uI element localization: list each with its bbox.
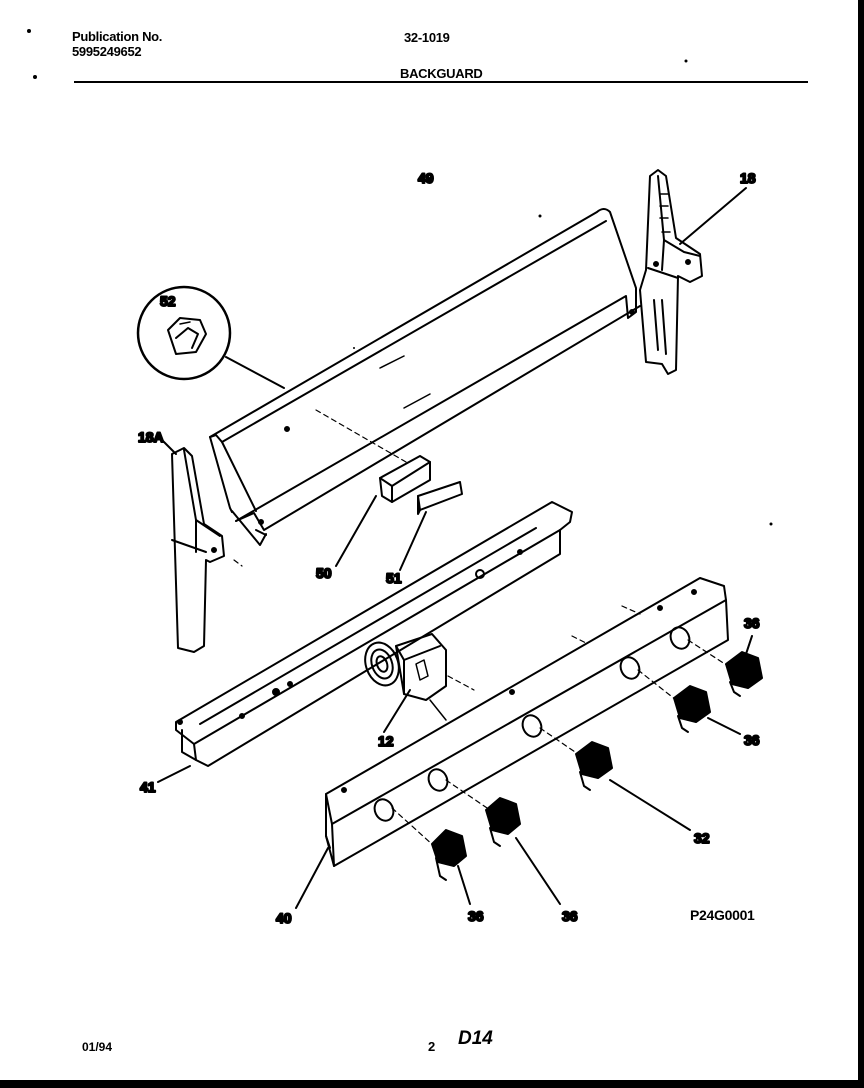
footer-page-number: 2 bbox=[428, 1039, 436, 1054]
control-panel bbox=[295, 577, 729, 909]
callout-41: 41 bbox=[140, 779, 156, 795]
alignment-lines bbox=[233, 409, 729, 847]
callout-50: 50 bbox=[316, 565, 332, 581]
footer-date: 01/94 bbox=[82, 1040, 113, 1054]
callout-36-right: 36 bbox=[744, 732, 760, 748]
detail-circle-52 bbox=[136, 285, 285, 389]
callout-36-bottom-left: 36 bbox=[468, 908, 484, 924]
callout-12: 12 bbox=[378, 733, 394, 749]
knob-2 bbox=[485, 797, 561, 905]
diagram-id: P24G0001 bbox=[690, 907, 755, 923]
knob-4 bbox=[673, 685, 741, 735]
callout-36-bottom-right: 36 bbox=[562, 908, 578, 924]
footer-sheet-code: D14 bbox=[458, 1028, 493, 1049]
support-rail bbox=[157, 501, 573, 783]
callout-49: 49 bbox=[418, 170, 434, 186]
scan-border-right bbox=[858, 0, 864, 1088]
callout-18a: 18A bbox=[138, 429, 164, 445]
knob-1 bbox=[431, 829, 471, 905]
knob-3 bbox=[575, 741, 691, 831]
callout-36-top: 36 bbox=[744, 615, 760, 631]
callout-52: 52 bbox=[160, 293, 176, 309]
callout-51: 51 bbox=[386, 570, 402, 586]
document-code: 32-1019 bbox=[404, 30, 450, 45]
knob-5 bbox=[725, 635, 763, 697]
clips-50-51 bbox=[335, 455, 463, 571]
right-end-bracket bbox=[639, 169, 747, 375]
callout-18: 18 bbox=[740, 170, 756, 186]
publication-label: Publication No. bbox=[72, 29, 163, 44]
section-title: BACKGUARD bbox=[400, 66, 483, 81]
header-rule bbox=[74, 81, 808, 83]
callout-40: 40 bbox=[276, 910, 292, 926]
scan-border-bottom bbox=[0, 1080, 864, 1088]
publication-number: 5995249652 bbox=[72, 44, 142, 59]
infinite-switch bbox=[364, 633, 447, 733]
backguard-panel bbox=[209, 208, 641, 546]
scan-specks bbox=[27, 29, 773, 526]
left-end-bracket bbox=[159, 437, 225, 653]
callout-32: 32 bbox=[694, 830, 710, 846]
